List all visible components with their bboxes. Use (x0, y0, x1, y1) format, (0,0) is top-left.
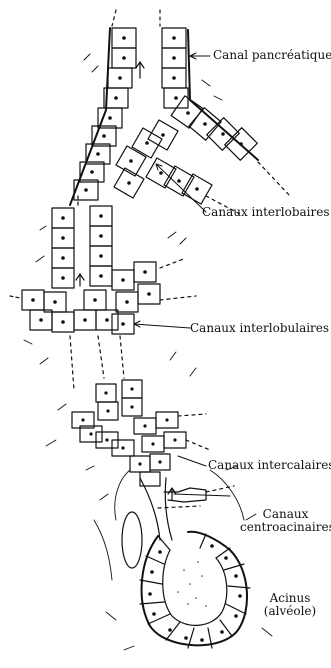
connector-lines (70, 336, 124, 390)
label-canaux-centroacinaires-line2: centroacinaires (240, 521, 331, 534)
label-canaux-interlobaires: Canaux interlobaires (202, 206, 330, 219)
label-canal-pancreatique: Canal pancréatique (213, 49, 331, 62)
canaux-interlobulaires-duct (10, 196, 196, 334)
canaux-intercalaires-duct (72, 380, 210, 486)
label-acinus-line2: (alvéole) (252, 605, 328, 618)
canaux-interlobaires-duct (114, 120, 240, 214)
acinus-structure (140, 532, 250, 648)
label-acinus: Acinus (alvéole) (252, 592, 328, 618)
label-pointers (134, 53, 230, 496)
canaux-centroacinaires-duct (122, 478, 234, 568)
label-canaux-interlobulaires: Canaux interlobulaires (190, 322, 329, 335)
canal-pancreatique-duct (70, 10, 290, 205)
label-canaux-centroacinaires: Canaux centroacinaires (240, 508, 331, 534)
label-canaux-intercalaires: Canaux intercalaires (208, 459, 331, 472)
